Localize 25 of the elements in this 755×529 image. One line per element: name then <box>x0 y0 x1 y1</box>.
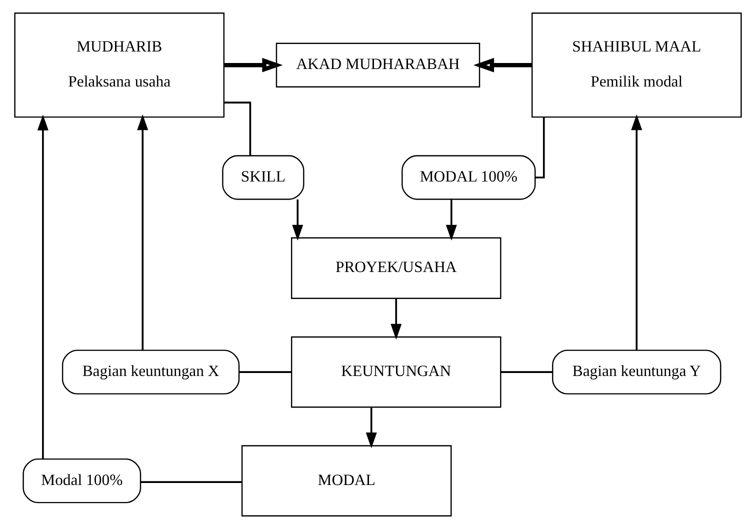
arrow <box>390 298 402 340</box>
connector <box>140 481 242 483</box>
arrow <box>472 58 532 72</box>
node-box: PROYEK/USAHA <box>290 237 501 299</box>
node-box: Bagian keuntunga Y <box>552 350 721 394</box>
arrow <box>292 199 303 241</box>
connector <box>224 102 251 156</box>
node-box: MODAL 100% <box>401 155 536 200</box>
arrow <box>445 199 456 241</box>
node-box: Bagian keuntungan X <box>61 350 240 394</box>
node-box: AKAD MUDHARABAH <box>275 42 480 88</box>
node-box: Modal 100% <box>22 458 141 504</box>
connector <box>238 371 292 373</box>
arrow <box>36 114 48 459</box>
node-box: KEUNTUNGAN <box>290 336 501 408</box>
connector <box>500 371 552 373</box>
arrow <box>136 114 148 350</box>
node-box: SHAHIBUL MAAL Pemilik modal <box>530 12 742 118</box>
connector <box>534 117 544 178</box>
node-box: MUDHARIB Pelaksana usaha <box>14 12 224 118</box>
arrow <box>630 114 642 350</box>
arrow <box>224 58 282 72</box>
node-box: SKILL <box>222 155 304 200</box>
arrow <box>365 408 376 448</box>
node-box: MODAL <box>240 445 452 516</box>
